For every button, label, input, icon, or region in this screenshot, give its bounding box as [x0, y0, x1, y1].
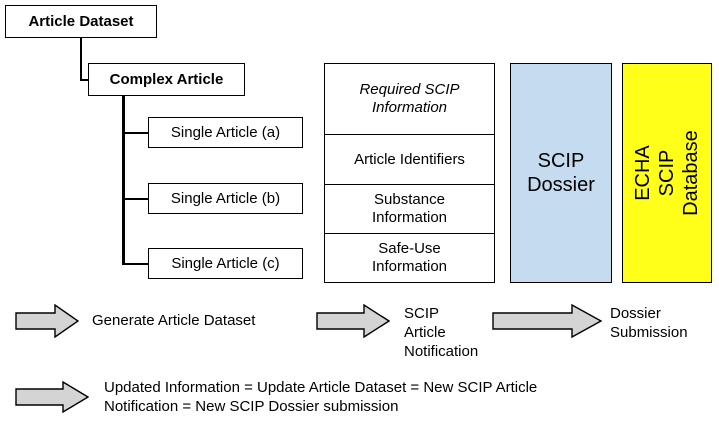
node-scip-dossier[interactable]: SCIP Dossier — [510, 63, 612, 283]
flow-label-generate-article-dataset: Generate Article Dataset — [92, 312, 256, 329]
connector-child-c — [122, 263, 149, 265]
info-table-header: Required SCIP Information — [325, 64, 494, 136]
connector-root-horizontal — [80, 79, 90, 81]
node-echa-scip-database[interactable]: ECHA SCIP Database — [622, 63, 712, 283]
info-row-article-identifiers[interactable]: Article Identifiers — [325, 135, 494, 185]
echa-scip-database-label: ECHA SCIP Database — [632, 130, 702, 216]
connector-child-a — [122, 132, 149, 134]
flow-label-dossier-submission: Dossier Submission — [610, 305, 688, 341]
node-single-article-c[interactable]: Single Article (c) — [148, 248, 303, 279]
right-arrow-icon — [15, 381, 89, 413]
info-row-substance-information[interactable]: Substance Information — [325, 185, 494, 235]
right-arrow-icon — [316, 304, 390, 338]
flow-label-scip-article-notification: SCIP Article Notification — [404, 305, 479, 360]
required-scip-information-table: Required SCIP Information Article Identi… — [324, 63, 495, 283]
connector-children-vertical — [122, 96, 125, 263]
connector-child-b — [122, 198, 149, 200]
info-row-safe-use-information[interactable]: Safe-Use Information — [371, 240, 448, 276]
node-article-dataset[interactable]: Article Dataset — [5, 5, 157, 38]
node-complex-article[interactable]: Complex Article — [88, 63, 245, 96]
node-single-article-b[interactable]: Single Article (b) — [148, 183, 303, 214]
flow-label-updated-information: Updated Information = Update Article Dat… — [104, 379, 538, 415]
right-arrow-icon — [492, 304, 602, 338]
right-arrow-icon — [15, 304, 79, 338]
node-single-article-a[interactable]: Single Article (a) — [148, 117, 303, 148]
connector-root-vertical — [80, 38, 82, 80]
